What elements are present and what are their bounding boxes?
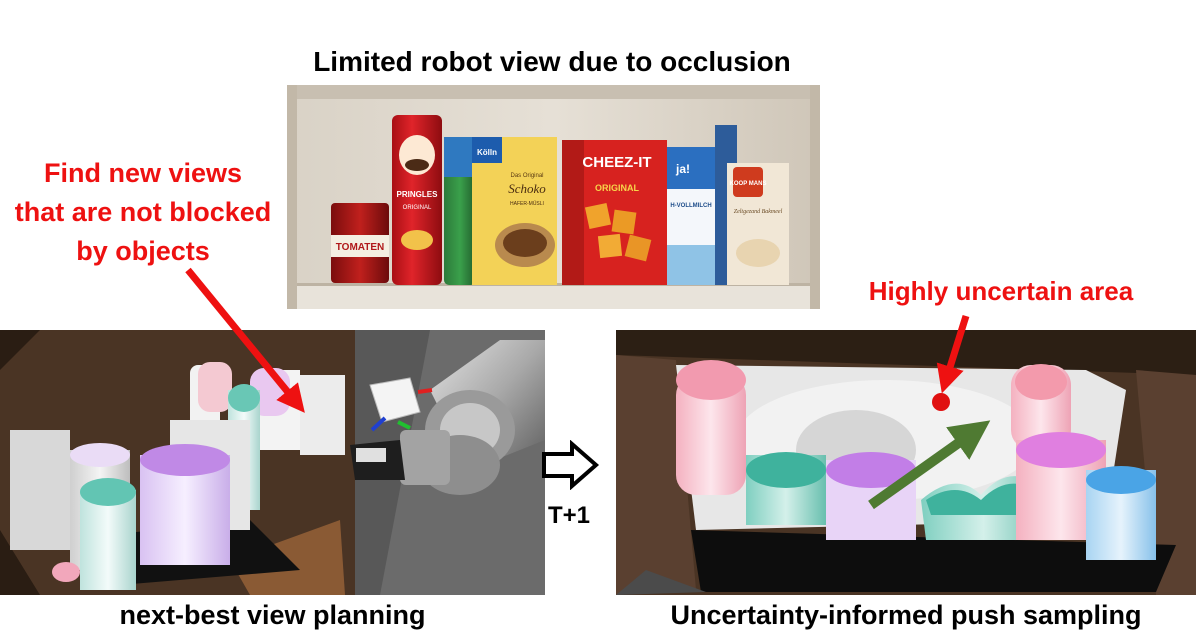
cereal-sub: HAFER-MÜSLI — [510, 200, 544, 207]
baking-box: KOOP MANS Zeltgezand Bakmeel — [727, 163, 789, 285]
push-scene-objects — [676, 360, 1156, 560]
annotation-line-3: by objects — [76, 236, 210, 266]
push-direction-arrow — [868, 420, 991, 510]
top-caption: Limited robot view due to occlusion — [313, 46, 791, 77]
annotation-line-1: Find new views — [43, 158, 243, 188]
shelf-photo: TOMATEN PRINGLES ORIGINAL Kölln Das Orig… — [287, 85, 820, 309]
transition-arrow-icon — [542, 440, 600, 490]
pringles-can: PRINGLES ORIGINAL — [392, 115, 442, 285]
cereal-name: Schoko — [508, 181, 546, 196]
pringles-brand: PRINGLES — [397, 190, 439, 199]
cereal-box: Kölln Das Original Schoko HAFER-MÜSLI — [472, 137, 557, 285]
tomato-can-label: TOMATEN — [336, 242, 385, 253]
cereal-brand: Kölln — [477, 148, 497, 157]
next-best-view-render — [0, 330, 545, 595]
cheezit-box: CHEEZ-IT ORIGINAL — [562, 140, 667, 285]
milk-name: H-VOLLMILCH — [670, 203, 711, 209]
baking-brand: KOOP MANS — [730, 181, 767, 187]
pringles-flavor: ORIGINAL — [403, 205, 432, 211]
transition-label: T+1 — [548, 502, 591, 529]
bottom-left-caption: next-best view planning — [119, 600, 426, 630]
uncertain-area-annotation: Highly uncertain area — [868, 276, 1134, 306]
tomato-can-stack: TOMATEN — [331, 203, 389, 283]
cereal-tag: Das Original — [510, 173, 543, 179]
robot-arm — [350, 340, 545, 495]
cheezit-flavor: ORIGINAL — [595, 183, 640, 193]
push-sampling-render — [616, 330, 1196, 595]
cheezit-brand: CHEEZ-IT — [582, 154, 651, 171]
next-view-annotation: Find new views that are not blocked by o… — [0, 154, 286, 271]
milk-carton: ja! H-VOLLMILCH — [667, 125, 737, 285]
bottom-right-caption: Uncertainty-informed push sampling — [670, 600, 1142, 630]
uncertain-point — [932, 393, 950, 411]
milk-brand: ja! — [675, 162, 690, 176]
baking-name: Zeltgezand Bakmeel — [734, 209, 783, 215]
annotation-line-2: that are not blocked — [14, 197, 272, 227]
